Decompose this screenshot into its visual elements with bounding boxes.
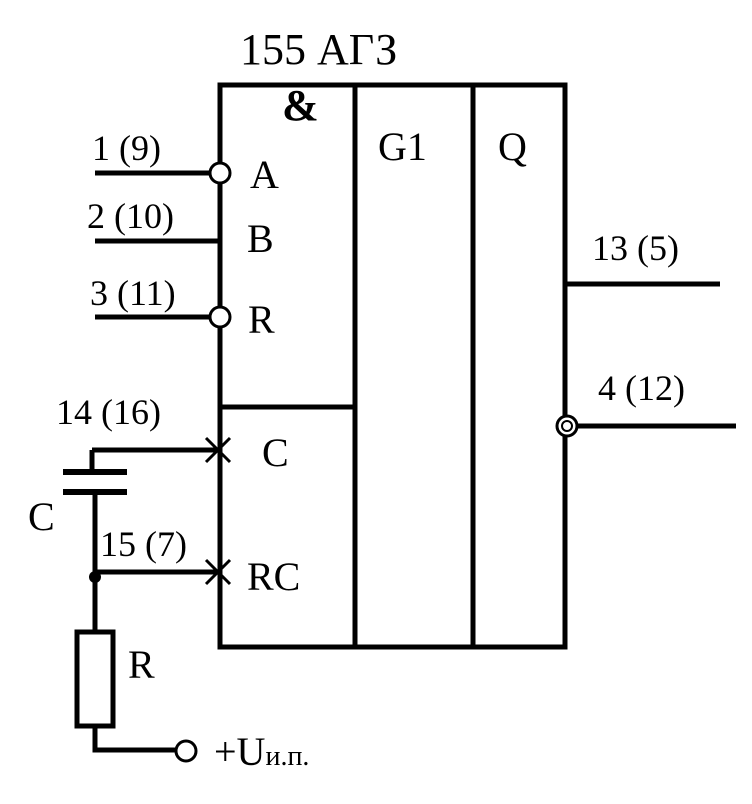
resistor <box>74 629 116 729</box>
pin-label-c: 14 (16) <box>56 392 161 432</box>
inversion-bubble-r <box>208 305 232 329</box>
resistor-label: R <box>128 642 155 687</box>
output-q: 13 (5) <box>565 228 720 287</box>
input-name-a: A <box>250 152 279 197</box>
generator-label: G1 <box>378 124 427 169</box>
inversion-bubble-a <box>208 161 232 185</box>
input-rc: 15 (7) RC <box>89 524 300 599</box>
and-symbol: & <box>282 81 319 130</box>
input-c: 14 (16) C <box>56 392 289 475</box>
capacitor-label: C <box>28 494 55 539</box>
pin-label-q: 13 (5) <box>592 228 679 268</box>
pin-label-rc: 15 (7) <box>100 524 187 564</box>
output-label: Q <box>498 124 527 169</box>
supply-label: +Uи.п. <box>214 729 309 774</box>
input-r: 3 (11) R <box>90 273 275 342</box>
pin-label-q-inverted: 4 (12) <box>598 368 685 408</box>
input-name-r: R <box>248 297 275 342</box>
output-q-inverted: 4 (12) <box>555 368 736 438</box>
chip-body <box>217 82 568 650</box>
supply-label-main: +U <box>214 729 266 774</box>
supply-label-sub: и.п. <box>265 741 309 772</box>
input-b: 2 (10) B <box>87 196 274 261</box>
input-name-rc: RC <box>247 554 300 599</box>
pin-label-b: 2 (10) <box>87 196 174 236</box>
inversion-bubble-q <box>555 414 579 438</box>
chip-outline <box>217 82 568 650</box>
input-a: 1 (9) A <box>92 128 279 197</box>
input-name-b: B <box>247 216 274 261</box>
capacitor <box>63 469 127 495</box>
supply-terminal <box>174 739 198 763</box>
input-name-c: C <box>262 430 289 475</box>
pin-label-a: 1 (9) <box>92 128 161 168</box>
chip-title: 155 АГЗ <box>240 25 397 74</box>
pin-label-r: 3 (11) <box>90 273 176 313</box>
